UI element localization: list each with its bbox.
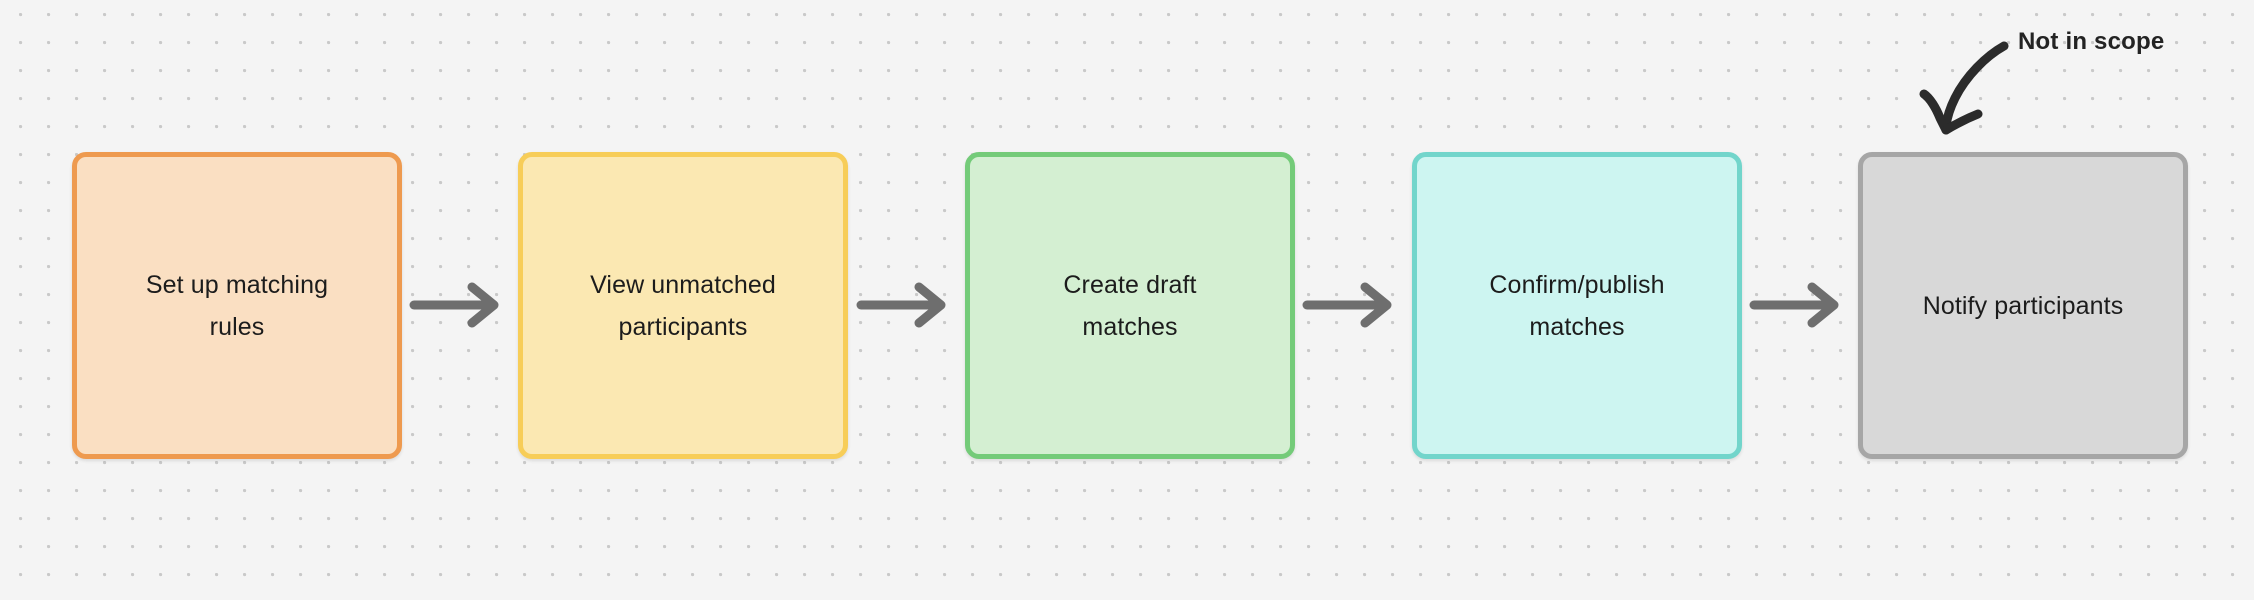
hand-drawn-curved-arrow-icon — [1919, 41, 2009, 135]
flow-node-label: Notify participants — [1922, 291, 2124, 320]
connector-arrow-2 — [855, 282, 951, 328]
arrow-right-icon — [1302, 282, 1392, 328]
annotation-arrow — [1912, 38, 2024, 150]
flow-node-create-draft-matches[interactable]: Create draft matches — [965, 152, 1295, 459]
flow-node-label: Set up matching rules — [145, 270, 329, 341]
annotation-label: Not in scope — [2018, 28, 2165, 55]
connector-arrow-1 — [408, 282, 504, 328]
connector-arrow-4 — [1748, 282, 1844, 328]
flow-node-set-up-matching-rules[interactable]: Set up matching rules — [72, 152, 402, 459]
arrow-right-icon — [409, 282, 499, 328]
arrow-right-icon — [1749, 282, 1839, 328]
flow-node-label: Create draft matches — [1063, 270, 1197, 341]
flow-node-label: View unmatched participants — [590, 270, 776, 341]
flow-node-confirm-publish-matches[interactable]: Confirm/publish matches — [1412, 152, 1742, 459]
flow-node-view-unmatched-participants[interactable]: View unmatched participants — [518, 152, 848, 459]
flow-node-label: Confirm/publish matches — [1489, 270, 1665, 341]
flow-node-notify-participants[interactable]: Notify participants — [1858, 152, 2188, 459]
arrow-right-icon — [856, 282, 946, 328]
connector-arrow-3 — [1301, 282, 1397, 328]
